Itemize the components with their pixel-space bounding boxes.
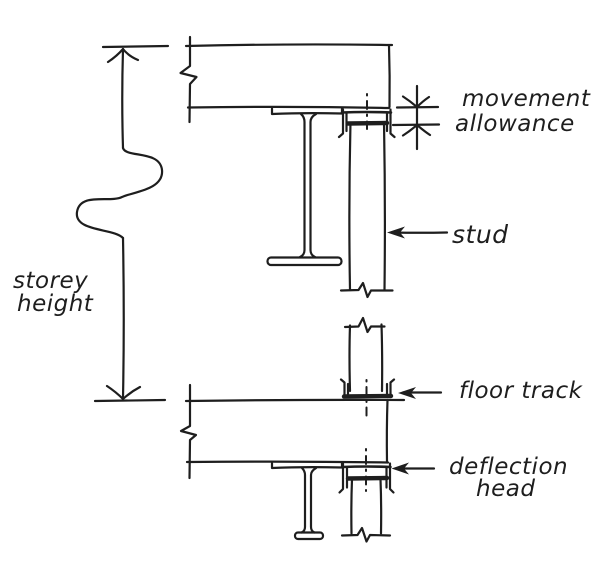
movement-allowance-label-line1: movement (462, 86, 591, 112)
floor-track-label: floor track (459, 378, 584, 404)
movement-arrow-up-icon (401, 123, 432, 137)
top-stud-right-side (382, 121, 386, 292)
floor-track-leader-arrow-icon (398, 387, 416, 399)
lower-stud-left-side (348, 324, 352, 393)
top-beam-web-right (309, 112, 318, 259)
top-floor-slab (179, 35, 394, 124)
floor-track-leg-left-outer (339, 378, 346, 398)
dimension-break-squiggle (75, 146, 164, 240)
lower-head-leg-left-outer (338, 462, 345, 494)
movement-arrow-down-icon (401, 95, 431, 109)
stud-leader-arrow-icon (387, 226, 405, 239)
movement-allowance-annotation: movement allowance (391, 84, 591, 151)
deflection-head-label-line2: head (476, 476, 535, 502)
lower-stud-break-line (343, 316, 386, 334)
dimension-arrow-down-icon (105, 384, 142, 401)
lower-steel-beam (270, 461, 344, 541)
lower-slab-left-edge-break (179, 383, 198, 480)
top-head-channel-web (340, 110, 393, 114)
dimension-line-lower (121, 236, 125, 400)
top-slab-soffit (186, 105, 391, 110)
top-stud-left-side (348, 121, 352, 292)
top-slab-left-edge-break (179, 35, 198, 124)
lower-beam-top-flange (270, 461, 344, 470)
lower-slab-right-edge (385, 398, 389, 464)
lower-head-channel-web (341, 465, 392, 469)
deflection-head-leader-arrow-icon (391, 462, 409, 475)
floor-track-leg-right-outer (389, 378, 396, 398)
stud-annotation: stud (387, 220, 509, 249)
floor-track-web (341, 393, 394, 399)
lower-hanging-stud-right-side (379, 477, 383, 535)
lower-slab-bottom-edge (185, 460, 390, 464)
lower-beam-web-left (300, 466, 307, 534)
top-stud (339, 121, 394, 299)
top-beam-top-flange (270, 107, 344, 116)
stud-label: stud (452, 220, 509, 249)
dimension-top-tick (101, 44, 170, 49)
top-head-leg-right-outer (389, 108, 396, 139)
dimension-line-upper (121, 47, 125, 150)
top-steel-beam (266, 107, 344, 267)
deflection-head-label-line1: deflection (449, 454, 568, 480)
dimension-arrow-up-icon (106, 47, 140, 64)
top-head-leg-left-outer (337, 108, 345, 139)
movement-allowance-label-line2: allowance (455, 111, 575, 137)
lower-hanging-stud-left-side (350, 477, 354, 535)
floor-track-annotation: floor track (398, 378, 584, 404)
top-beam-bottom-flange (266, 256, 343, 267)
storey-height-annotation: storey height (13, 268, 94, 317)
lower-stud-right-side (380, 323, 384, 393)
storey-height-label-line1: storey (13, 268, 88, 294)
lower-beam-bottom-flange (293, 531, 325, 541)
top-slab-right-edge (387, 44, 391, 109)
lower-wall-stud (343, 316, 386, 393)
lower-head-leg-right-outer (388, 462, 395, 494)
storey-height-label-line2: height (17, 291, 94, 317)
storey-height-dimension (75, 44, 170, 403)
lower-floor-slab (179, 383, 406, 480)
lower-slab-top-edge (184, 398, 406, 403)
top-stud-break-line (339, 281, 394, 299)
dimension-bottom-tick (93, 398, 167, 403)
floor-track (339, 378, 396, 399)
top-slab-top-edge (184, 43, 394, 48)
lower-beam-web-right (309, 466, 318, 534)
lower-hanging-stud (340, 477, 392, 543)
deflection-head-annotation: deflection head (391, 454, 568, 502)
top-beam-web-left (298, 112, 306, 259)
lower-hanging-stud-break-line (340, 526, 392, 543)
